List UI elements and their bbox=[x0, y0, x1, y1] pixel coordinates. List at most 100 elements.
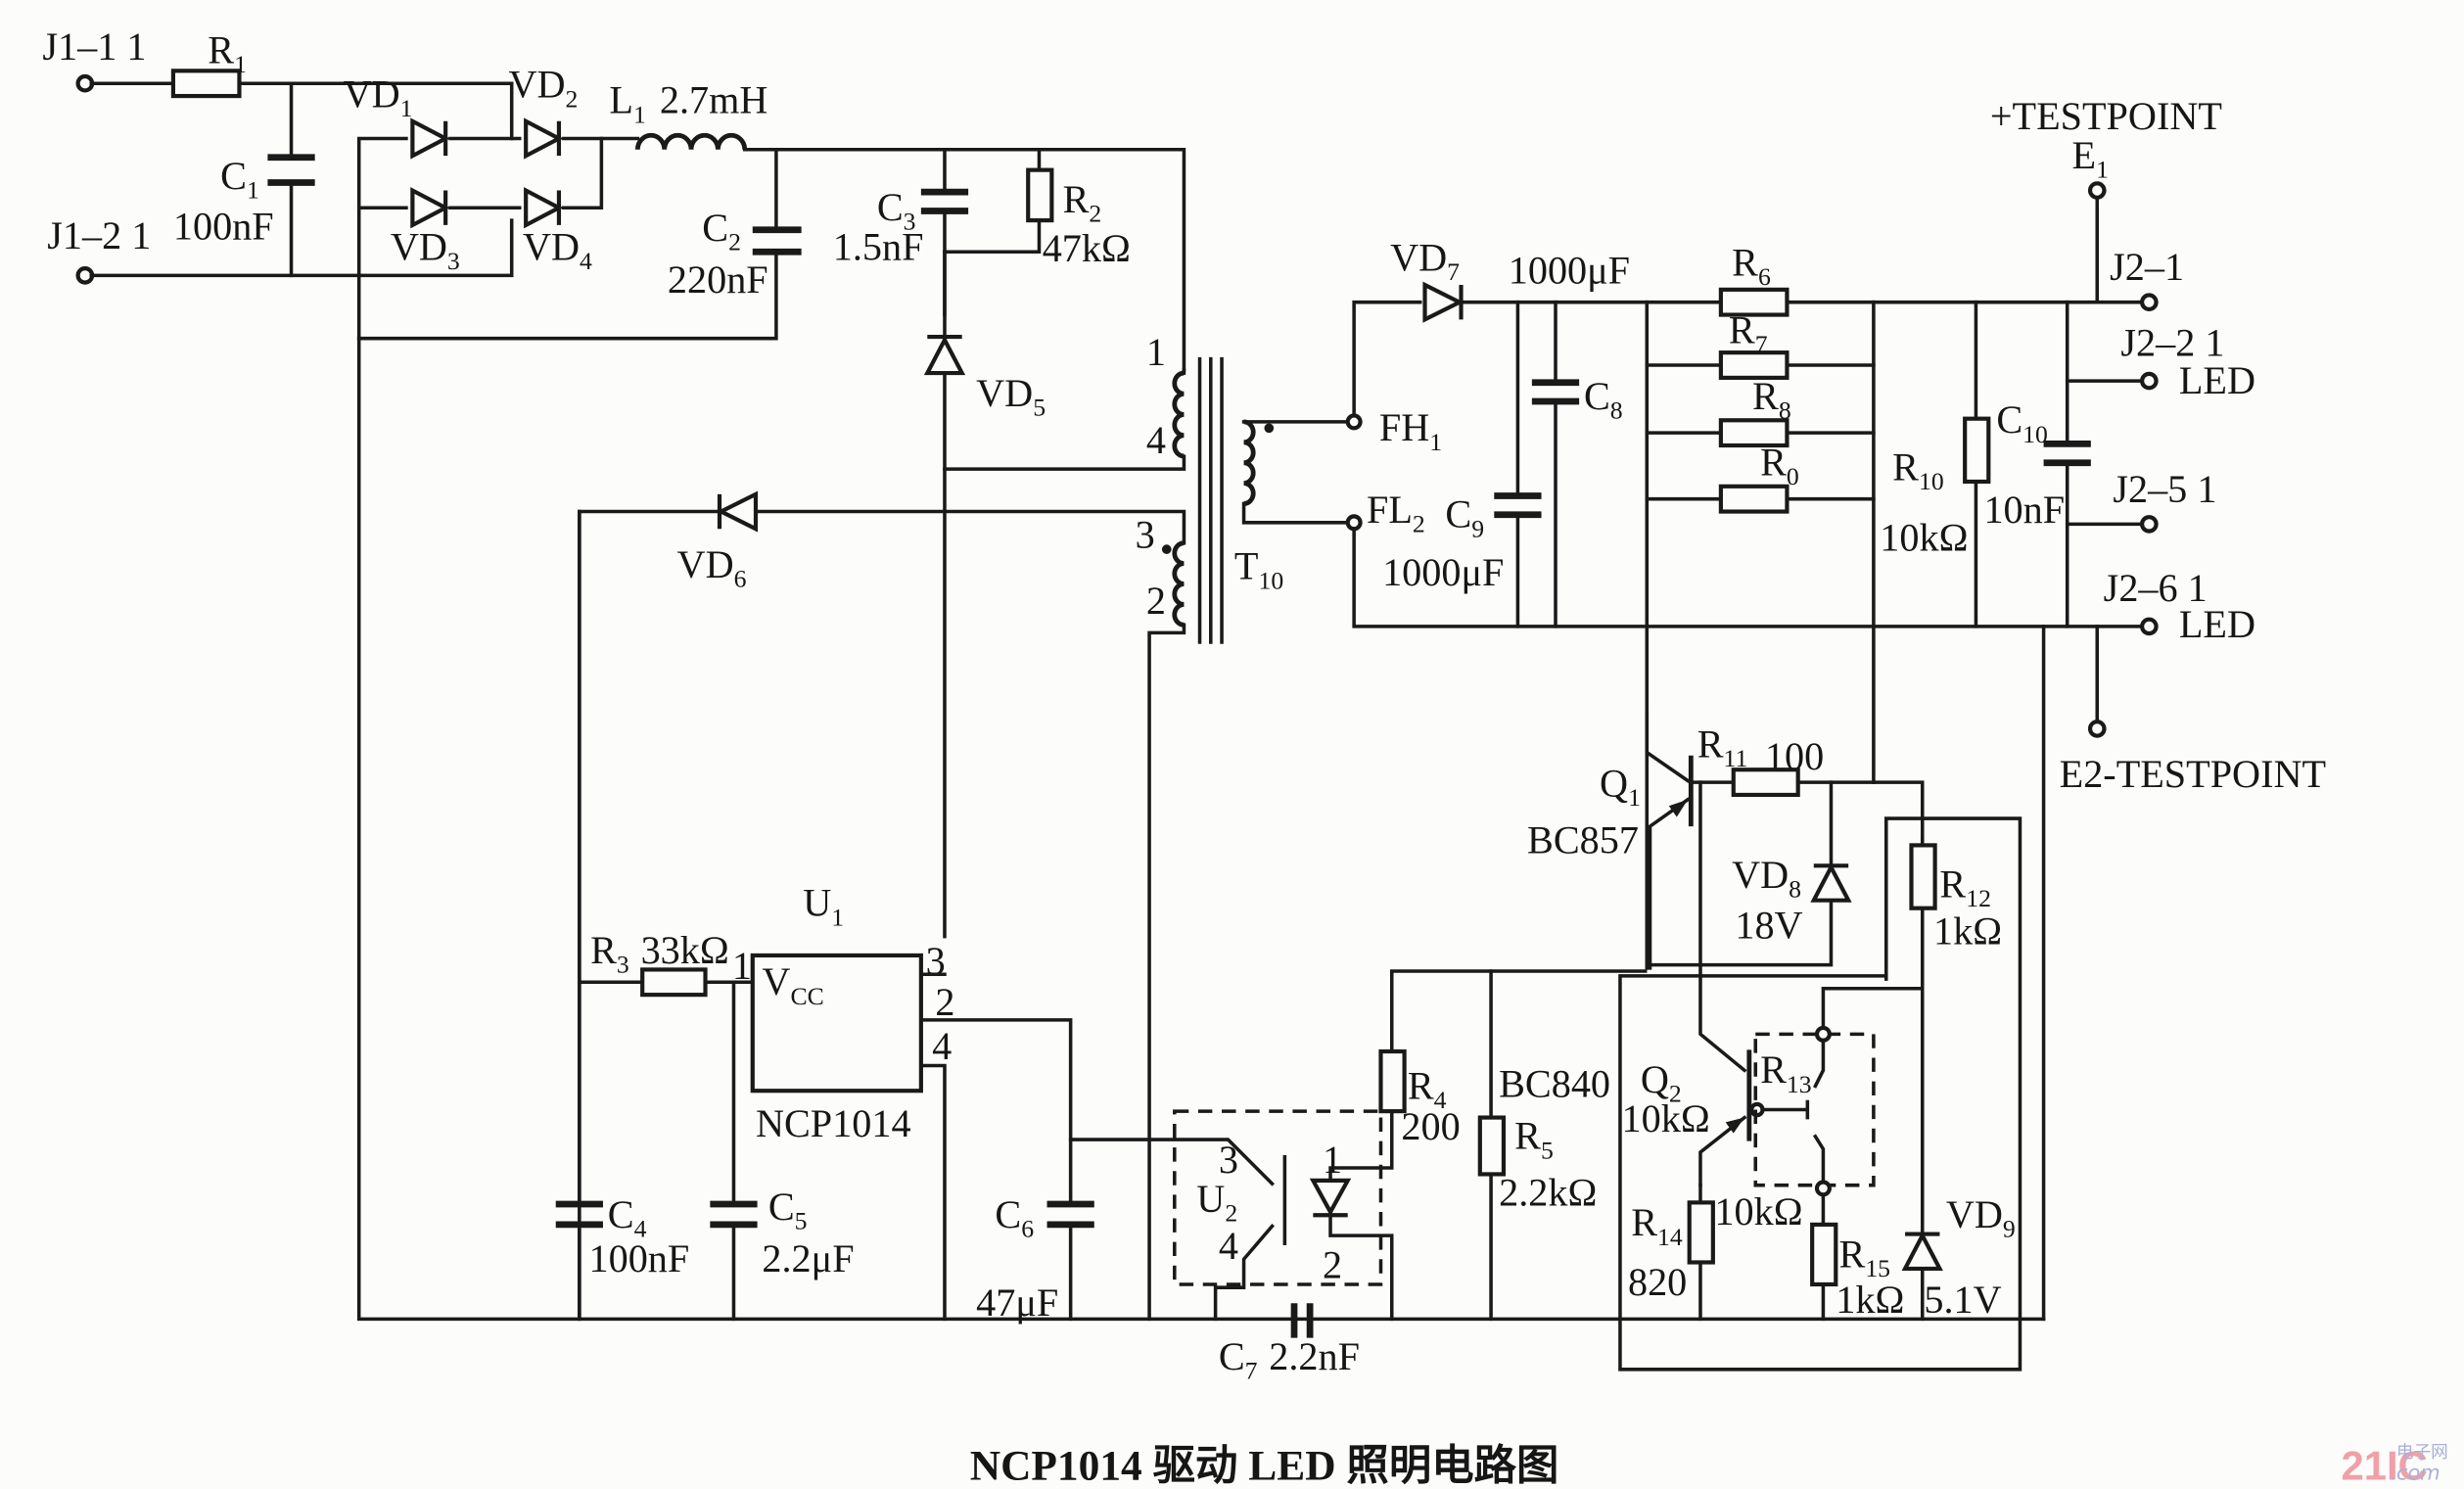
secondary-section: FH1 FL2 VD7 1000μF C9 1000μF C8 R6 R7 R8… bbox=[1241, 94, 2326, 970]
c6-capacitor-icon bbox=[1046, 1200, 1094, 1229]
u1-label: U1 bbox=[803, 881, 844, 932]
snubber-section: C3 1.5nF R2 47kΩ VD5 1 4 3 2 T10 VD6 bbox=[578, 147, 1283, 1322]
c2-capacitor-icon bbox=[752, 226, 802, 256]
t10-secondary-polarity-dot-icon bbox=[1264, 423, 1275, 434]
wire-outer-loop bbox=[1618, 816, 2022, 1372]
watermark-domain: .com bbox=[2390, 1461, 2440, 1484]
c9-capacitor-icon bbox=[1494, 492, 1542, 519]
l1-inductor-icon bbox=[634, 132, 748, 150]
q2-label: Q2 bbox=[1641, 1057, 1682, 1108]
r12-resistor-icon bbox=[1909, 843, 1937, 910]
vd6-label: VD6 bbox=[677, 542, 747, 593]
vd8-label: VD8 bbox=[1732, 853, 1801, 904]
c6-value: 47μF bbox=[976, 1280, 1058, 1325]
wire-r2 bbox=[943, 147, 1042, 255]
c10-value: 10nF bbox=[1983, 488, 2065, 532]
r5-value: 2.2kΩ bbox=[1499, 1171, 1597, 1215]
r8-resistor-icon bbox=[1718, 418, 1790, 448]
q1-emitter-arrow-icon bbox=[1668, 799, 1689, 817]
wire-q1-emitter bbox=[1648, 797, 1691, 970]
vd8-zener-icon bbox=[1810, 862, 1852, 903]
c5-value: 2.2μF bbox=[762, 1236, 854, 1280]
q2-part-number: BC840 bbox=[1499, 1062, 1610, 1106]
j2-2-terminal-icon[interactable] bbox=[2140, 371, 2159, 391]
r13-top-node-icon bbox=[1814, 1025, 1832, 1043]
r1-label: R1 bbox=[208, 27, 247, 78]
wire-q1-collector bbox=[1645, 711, 1691, 783]
t10-pin-3: 3 bbox=[1136, 513, 1155, 557]
r3-label: R3 bbox=[590, 928, 629, 979]
r10-resistor-icon bbox=[1963, 416, 1991, 485]
q1-part-number: BC857 bbox=[1527, 817, 1639, 861]
c5-capacitor-icon bbox=[710, 1200, 758, 1229]
r13-value: 10kΩ bbox=[1714, 1189, 1802, 1233]
testpoint-positive-label: +TESTPOINT bbox=[1990, 94, 2222, 138]
vd8-value: 18V bbox=[1735, 903, 1802, 947]
r13-wiper-icon bbox=[1761, 986, 1925, 1187]
j2-6-terminal-icon[interactable] bbox=[2140, 617, 2159, 636]
r4-resistor-icon bbox=[1378, 1048, 1407, 1114]
u1-pin-2: 2 bbox=[935, 980, 954, 1024]
watermark-brand: 21IC bbox=[2342, 1442, 2428, 1488]
t10-secondary-coil-icon bbox=[1243, 419, 1256, 506]
t10-aux-coil-icon bbox=[1172, 540, 1185, 628]
l1-value: 2.7mH bbox=[660, 78, 768, 122]
wire-q2-collector bbox=[1698, 780, 1747, 1073]
c4-value: 100nF bbox=[589, 1236, 690, 1280]
c7-value: 2.2nF bbox=[1269, 1334, 1360, 1378]
vd7-diode-icon bbox=[1422, 281, 1464, 323]
t10-core-icon bbox=[1197, 356, 1224, 644]
c4-capacitor-icon bbox=[555, 1200, 603, 1229]
vd7-label: VD7 bbox=[1390, 236, 1460, 287]
r1-resistor-icon bbox=[170, 69, 242, 99]
q2-value: 10kΩ bbox=[1622, 1096, 1710, 1140]
j2-5-terminal-icon[interactable] bbox=[2140, 515, 2159, 534]
vd2-diode-icon bbox=[524, 117, 564, 160]
wire-aux-winding bbox=[943, 509, 1186, 1322]
u1-pin-4: 4 bbox=[932, 1024, 952, 1068]
q1-label: Q1 bbox=[1600, 762, 1641, 813]
r14-value: 820 bbox=[1628, 1260, 1687, 1304]
j1-2-label: J1–2 1 bbox=[47, 213, 151, 257]
wire-j1-2 bbox=[89, 218, 514, 278]
wire-j2-led bbox=[2065, 379, 2144, 527]
c7-label: C7 bbox=[1219, 1334, 1258, 1385]
led-b-label: LED bbox=[2179, 602, 2255, 646]
u2-pin-1: 1 bbox=[1323, 1138, 1342, 1182]
fh1-label: FH1 bbox=[1379, 405, 1442, 456]
u2-pin-4: 4 bbox=[1219, 1224, 1238, 1268]
e2-testpoint-icon[interactable] bbox=[2087, 720, 2107, 738]
wire-q2-emitter bbox=[1698, 1115, 1747, 1187]
c5-label: C5 bbox=[768, 1185, 808, 1235]
watermark-cn: 电子网 bbox=[2396, 1442, 2448, 1463]
r10-label: R10 bbox=[1892, 444, 1944, 495]
vd9-value: 5.1V bbox=[1924, 1278, 2001, 1322]
j2-1-terminal-icon[interactable] bbox=[2140, 293, 2159, 312]
e1-label: E1 bbox=[2072, 133, 2109, 184]
q2-emitter-arrow-icon bbox=[1725, 1117, 1745, 1134]
r5-label: R5 bbox=[1514, 1114, 1554, 1165]
wire-vd8 bbox=[1648, 780, 1834, 967]
fh1-terminal-icon bbox=[1345, 413, 1363, 431]
c1-value: 100nF bbox=[173, 204, 274, 248]
u1-part-number: NCP1014 bbox=[756, 1101, 911, 1145]
vd1-diode-icon bbox=[410, 117, 450, 160]
r10-value: 10kΩ bbox=[1880, 516, 1968, 560]
e1-testpoint-icon[interactable] bbox=[2087, 181, 2107, 200]
l1-label: L1 bbox=[609, 78, 645, 129]
r6-resistor-icon bbox=[1718, 287, 1790, 317]
r11-value: 100 bbox=[1765, 734, 1824, 778]
t10-pin-2: 2 bbox=[1146, 579, 1166, 623]
r13-label: R13 bbox=[1760, 1047, 1812, 1098]
input-section: J1–1 1 J1–2 1 R1 C1 100nF VD1 VD2 VD3 VD… bbox=[42, 24, 2046, 1322]
c3-capacitor-icon bbox=[920, 188, 969, 214]
wire-j1-1 bbox=[89, 81, 514, 141]
wire-secondary bbox=[1241, 420, 1350, 525]
r3-value: 33kΩ bbox=[641, 928, 729, 972]
c1-label: C1 bbox=[220, 154, 259, 205]
wire-vd6 bbox=[578, 509, 947, 1322]
r15-label: R15 bbox=[1839, 1232, 1891, 1282]
wire-positive-rail bbox=[1352, 300, 2152, 418]
r12-label: R12 bbox=[1939, 861, 1991, 912]
fl2-terminal-icon bbox=[1345, 514, 1363, 532]
